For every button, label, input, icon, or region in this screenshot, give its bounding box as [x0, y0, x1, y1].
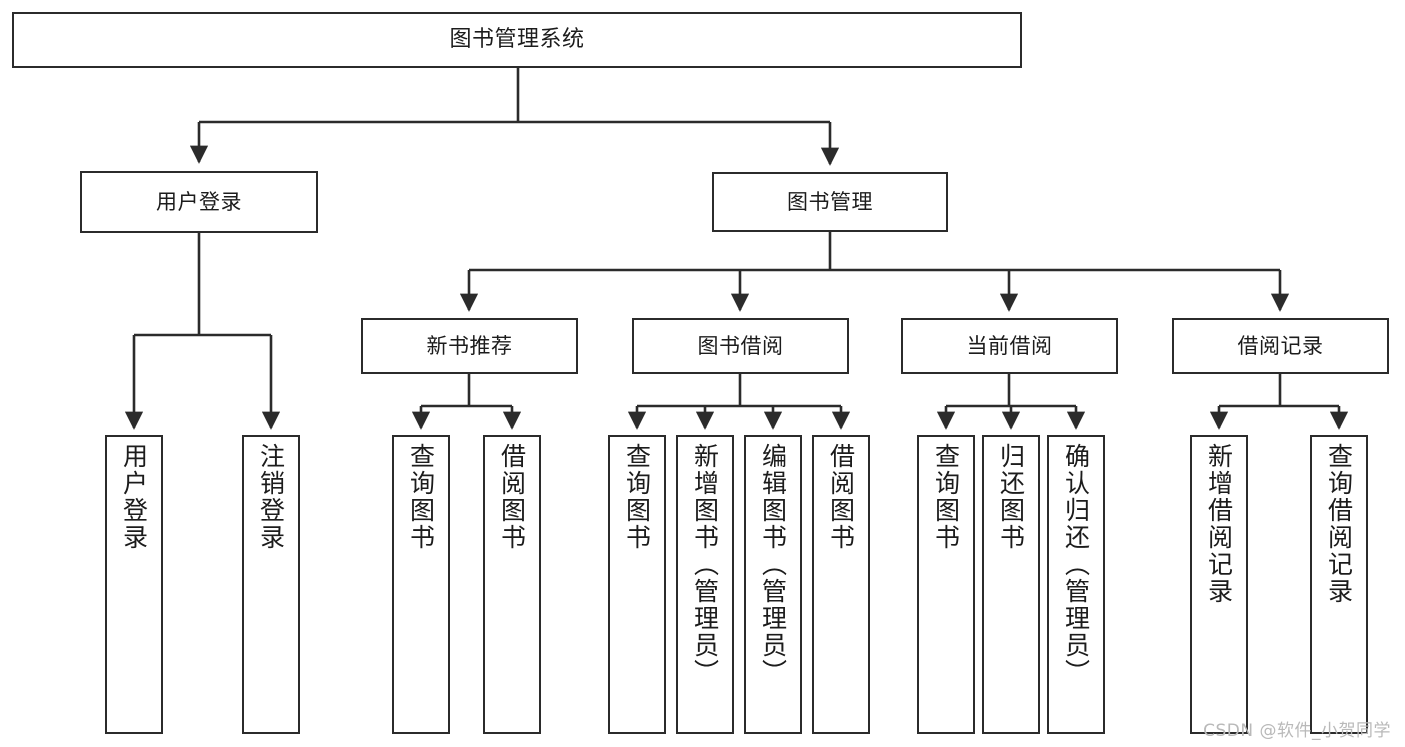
- leaf-query-book-current[interactable]: 查询图书: [917, 435, 975, 734]
- node-label: 用户登录: [156, 189, 242, 214]
- csdn-watermark: CSDN @软件_小贺同学: [1203, 721, 1391, 741]
- node-label: 图书借阅: [697, 333, 784, 358]
- node-label: 新增图书（管理员）: [690, 443, 720, 686]
- leaf-logout[interactable]: 注销登录: [242, 435, 300, 734]
- node-new-book-recommend[interactable]: 新书推荐: [361, 318, 578, 374]
- node-label: 新增借阅记录: [1204, 443, 1234, 605]
- leaf-add-borrow-record[interactable]: 新增借阅记录: [1190, 435, 1248, 734]
- leaf-add-book-admin[interactable]: 新增图书（管理员）: [676, 435, 734, 734]
- node-current-borrow[interactable]: 当前借阅: [901, 318, 1118, 374]
- node-label: 编辑图书（管理员）: [758, 443, 788, 686]
- node-label: 注销登录: [256, 443, 286, 551]
- node-label: 查询图书: [931, 443, 961, 551]
- node-label: 借阅图书: [497, 443, 527, 551]
- node-label: 查询图书: [406, 443, 436, 551]
- node-label: 图书管理系统: [449, 27, 585, 53]
- leaf-user-login[interactable]: 用户登录: [105, 435, 163, 734]
- leaf-borrow-book[interactable]: 借阅图书: [812, 435, 870, 734]
- node-user-login[interactable]: 用户登录: [80, 171, 318, 233]
- node-label: 查询借阅记录: [1324, 443, 1354, 605]
- leaf-borrow-book-new[interactable]: 借阅图书: [483, 435, 541, 734]
- node-label: 新书推荐: [426, 333, 513, 358]
- node-label: 确认归还（管理员）: [1061, 443, 1091, 686]
- leaf-return-book[interactable]: 归还图书: [982, 435, 1040, 734]
- leaf-edit-book-admin[interactable]: 编辑图书（管理员）: [744, 435, 802, 734]
- node-book-management[interactable]: 图书管理: [712, 172, 948, 232]
- node-book-borrow[interactable]: 图书借阅: [632, 318, 849, 374]
- node-label: 查询图书: [622, 443, 652, 551]
- node-borrow-record[interactable]: 借阅记录: [1172, 318, 1389, 374]
- node-label: 借阅图书: [826, 443, 856, 551]
- node-label: 图书管理: [787, 189, 873, 214]
- leaf-confirm-return-admin[interactable]: 确认归还（管理员）: [1047, 435, 1105, 734]
- leaf-query-borrow-record[interactable]: 查询借阅记录: [1310, 435, 1368, 734]
- node-label: 用户登录: [119, 443, 149, 551]
- node-label: 归还图书: [996, 443, 1026, 551]
- leaf-query-book[interactable]: 查询图书: [608, 435, 666, 734]
- node-label: 当前借阅: [966, 333, 1053, 358]
- leaf-query-book-new[interactable]: 查询图书: [392, 435, 450, 734]
- node-root-system[interactable]: 图书管理系统: [12, 12, 1022, 68]
- node-label: 借阅记录: [1237, 333, 1324, 358]
